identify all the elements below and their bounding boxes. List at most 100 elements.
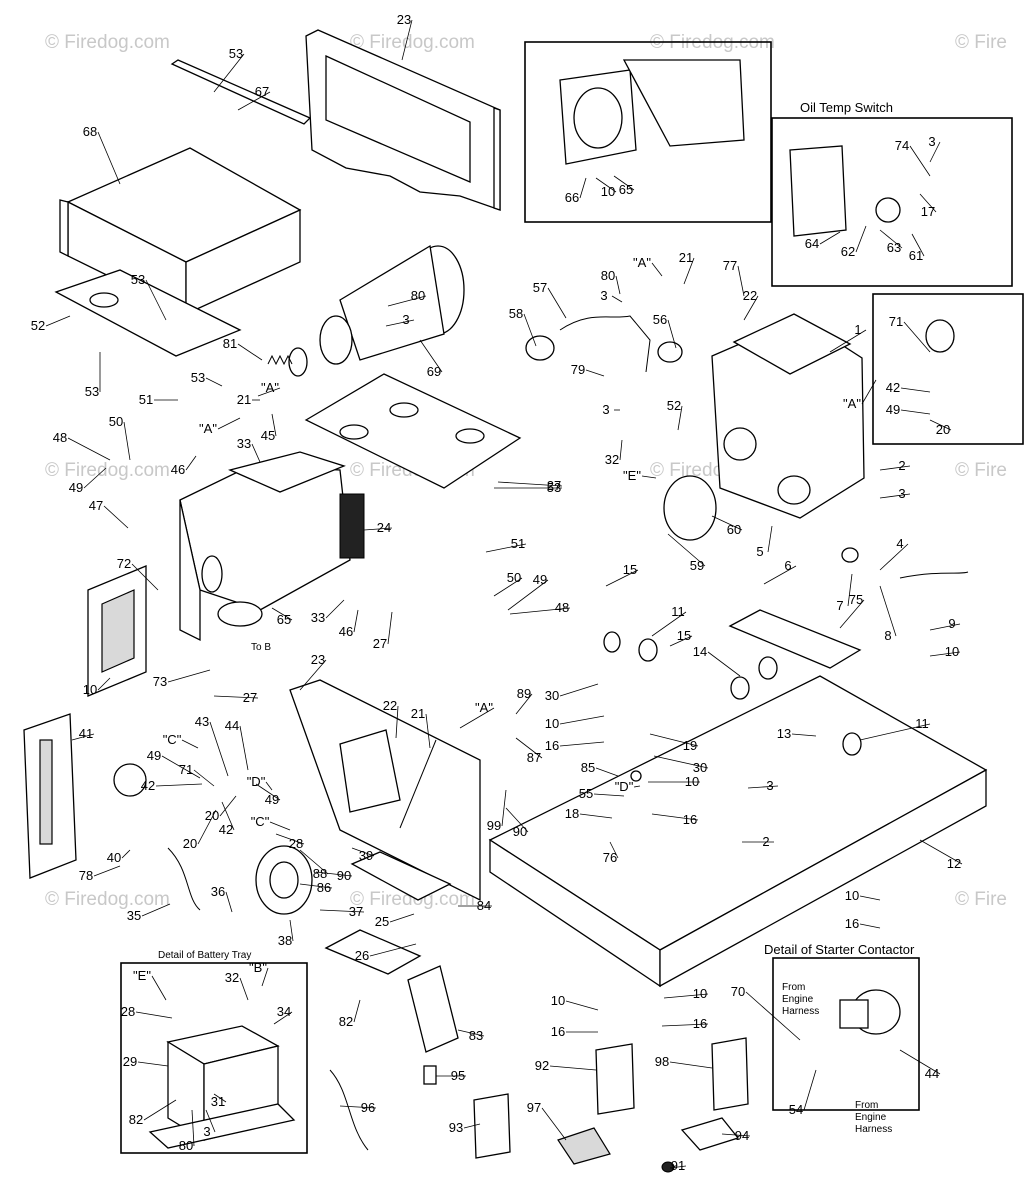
callout-leader-line: [515, 693, 533, 715]
from-engine-line: From: [782, 982, 805, 993]
part-callout-23: 23: [311, 652, 325, 667]
part-callout-42: 42: [219, 822, 233, 837]
callout-leader-line: [611, 295, 623, 303]
callout-leader-line: [903, 321, 931, 353]
part-callout-55: 55: [579, 786, 593, 801]
part-callout-83: 83: [469, 1028, 483, 1043]
part-callout-56: 56: [653, 312, 667, 327]
part-callout-50: 50: [109, 414, 123, 429]
part-callout-10: 10: [545, 716, 559, 731]
part-callout-19: 19: [683, 738, 697, 753]
part-callout-35: 35: [127, 908, 141, 923]
callout-leader-line: [929, 651, 961, 657]
callout-leader-line: [669, 1061, 713, 1069]
part-callout-10: 10: [551, 993, 565, 1008]
part-callout-53: 53: [85, 384, 99, 399]
part-callout-5: 5: [756, 544, 763, 559]
manual: [711, 1037, 749, 1111]
callout-leader-line: [265, 781, 273, 791]
callout-leader-line: [97, 131, 121, 185]
callout-leader-line: [319, 909, 365, 913]
callout-leader-line: [395, 705, 399, 739]
part-callout-36: 36: [211, 884, 225, 899]
callout-leader-line: [707, 651, 741, 677]
line-art: [23, 29, 1024, 1173]
callout-leader-line: [385, 319, 415, 327]
part-callout-60: 60: [727, 522, 741, 537]
callout-leader-line: [213, 1093, 227, 1103]
part-callout-42: 42: [141, 778, 155, 793]
part-callout-82: 82: [129, 1112, 143, 1127]
callout-leader-line: [271, 607, 293, 621]
callout-leader-line: [763, 565, 797, 585]
part-callout-2: 2: [898, 458, 905, 473]
callout-leader-line: [549, 1065, 597, 1071]
callout-leader-line: [497, 481, 563, 487]
oil-temp-switch-inset: [771, 117, 1013, 287]
callout-leader-line: [859, 723, 931, 741]
callout-leader-line: [839, 599, 865, 629]
control-rail: [23, 713, 77, 879]
callout-leader-line: [217, 417, 241, 430]
callout-leader-line: [123, 421, 131, 461]
callout-leader-line: [389, 913, 415, 923]
callout-leader-line: [559, 683, 599, 697]
part-callout-27: 27: [373, 636, 387, 651]
part-callout-10: 10: [83, 682, 97, 697]
part-callout-11: 11: [671, 604, 685, 619]
part-callout-51: 51: [511, 536, 525, 551]
callout-leader-line: [613, 175, 635, 191]
callout-leader-line: [667, 319, 677, 349]
callout-leader-line: [579, 177, 587, 199]
louver-panel: [87, 565, 147, 697]
part-callout-24: 24: [377, 520, 391, 535]
part-callout-90: 90: [337, 868, 351, 883]
regulator: [113, 763, 313, 915]
part-callout-99: 99: [487, 818, 501, 833]
part-callout-46: 46: [171, 462, 185, 477]
callout-leader-line: [879, 493, 911, 499]
part-callout-A: "A": [199, 421, 217, 436]
part-callout-80: 80: [601, 268, 615, 283]
callout-leader-line: [633, 785, 641, 788]
part-callout-70: 70: [731, 984, 745, 999]
part-callout-84: 84: [477, 898, 491, 913]
callout-leader-line: [145, 279, 167, 321]
callout-leader-line: [67, 437, 111, 461]
callout-leader-line: [559, 715, 605, 725]
callout-leader-line: [167, 669, 211, 683]
part-callout-21: 21: [679, 250, 693, 265]
part-callout-69: 69: [427, 364, 441, 379]
part-callout-75: 75: [849, 592, 863, 607]
callout-leader-line: [747, 785, 779, 789]
part-callout-3: 3: [928, 134, 935, 149]
callout-leader-line: [667, 533, 706, 567]
watermark: © Fire: [955, 889, 1007, 910]
callout-leader-line: [767, 525, 773, 553]
callout-leader-line: [193, 769, 215, 787]
part-callout-96: 96: [361, 1100, 375, 1115]
fuel-hose: [167, 847, 201, 911]
battery-art: [148, 1025, 296, 1149]
part-callout-61: 61: [909, 248, 923, 263]
part-callout-93: 93: [449, 1120, 463, 1135]
part-callout-27: 27: [547, 478, 561, 493]
part-callout-C: "C": [251, 814, 270, 829]
callout-leader-line: [121, 849, 131, 859]
part-callout-21: 21: [237, 392, 251, 407]
callout-leader-line: [501, 789, 507, 827]
from-engine-line: From: [855, 1100, 878, 1111]
part-callout-87: 87: [527, 750, 541, 765]
part-callout-3: 3: [766, 778, 773, 793]
callout-leader-line: [879, 585, 897, 637]
callout-leader-line: [593, 793, 625, 797]
callout-leader-line: [859, 923, 881, 929]
callout-leader-line: [579, 813, 613, 819]
part-callout-15: 15: [623, 562, 637, 577]
callout-leader-line: [879, 465, 911, 471]
part-callout-98: 98: [655, 1054, 669, 1069]
part-callout-58: 58: [509, 306, 523, 321]
callout-leader-line: [899, 1049, 941, 1075]
part-callout-64: 64: [805, 236, 819, 251]
